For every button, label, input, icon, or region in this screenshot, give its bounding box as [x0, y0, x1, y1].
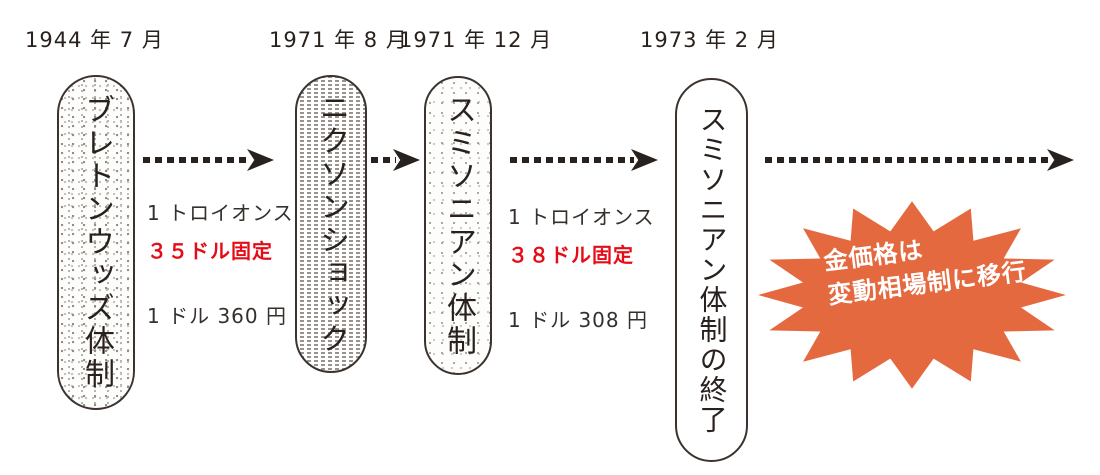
- stage-label: スミソニアン体制の終了: [695, 105, 729, 435]
- stage-label: スミソニアン体制: [441, 93, 476, 358]
- yen-rate-label: 1 ドル 308 円: [508, 308, 648, 332]
- timeline-arrow-3: [510, 148, 658, 172]
- timeline-arrow-2: [371, 148, 420, 172]
- timeline-arrow-1: [143, 148, 274, 172]
- yen-rate-label: 1 ドル 360 円: [147, 304, 287, 328]
- troy-ounce-label: 1 トロイオンス: [147, 201, 294, 225]
- gold-price-annotation-35: 1 トロイオンス ３５ドル固定 1 ドル 360 円: [147, 197, 294, 329]
- arrow-dash-line: [510, 157, 634, 163]
- date-label-nixon-shock: 1971 年 8 月: [269, 28, 408, 52]
- stage-capsule-nixon-shock: ニクソンショック: [295, 75, 367, 373]
- timeline-arrow-4: [765, 148, 1074, 172]
- gold-price-annotation-38: 1 トロイオンス ３８ドル固定 1 ドル 308 円: [508, 201, 655, 333]
- date-label-bretton-woods: 1944 年 7 月: [25, 28, 164, 52]
- fixed-price-label: ３５ドル固定: [147, 239, 273, 263]
- stage-capsule-smithsonian-end: スミソニアン体制の終了: [675, 78, 748, 462]
- arrow-dash-line: [143, 157, 250, 163]
- starburst-shape: [758, 201, 1066, 389]
- arrow-dash-line: [765, 157, 1050, 163]
- fixed-price-label: ３８ドル固定: [508, 243, 634, 267]
- stage-capsule-bretton-woods: ブレトンウッズ体制: [57, 75, 135, 410]
- stage-label: ニクソンショック: [314, 92, 349, 356]
- stage-label: ブレトンウッズ体制: [79, 94, 114, 391]
- arrow-dash-line: [371, 157, 396, 163]
- arrow-head-icon: [631, 149, 658, 171]
- arrow-head-icon: [1047, 149, 1074, 171]
- date-label-smithsonian-end: 1973 年 2 月: [640, 28, 779, 52]
- stage-capsule-smithsonian: スミソニアン体制: [424, 76, 492, 375]
- troy-ounce-label: 1 トロイオンス: [508, 205, 655, 229]
- arrow-head-icon: [247, 149, 274, 171]
- date-label-smithsonian: 1971 年 12 月: [399, 28, 553, 52]
- gold-float-callout: 金価格は 変動相場制に移行: [752, 196, 1072, 394]
- arrow-head-icon: [393, 149, 420, 171]
